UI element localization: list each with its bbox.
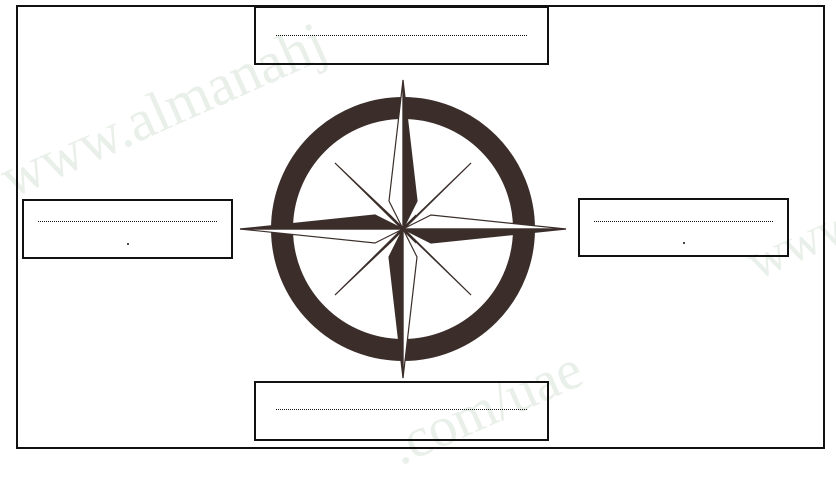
dotted-answer-line <box>594 221 773 222</box>
answer-box-south[interactable] <box>254 381 549 441</box>
dotted-answer-line <box>276 409 527 410</box>
dotted-answer-line <box>38 221 217 222</box>
answer-box-north[interactable] <box>254 6 549 65</box>
answer-box-west[interactable] <box>22 199 233 259</box>
period-mark <box>683 242 685 244</box>
answer-box-east[interactable] <box>578 198 789 257</box>
period-mark <box>127 243 129 245</box>
dotted-answer-line <box>276 35 527 36</box>
compass-cardinal-points <box>240 80 566 378</box>
